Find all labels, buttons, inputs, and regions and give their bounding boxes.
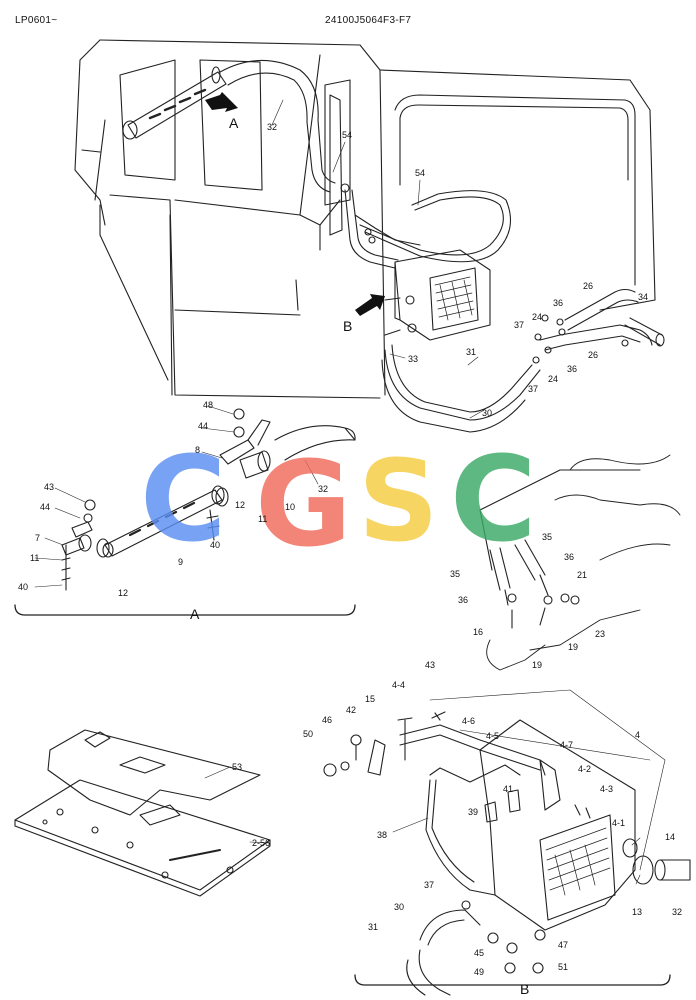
callout-4-6: 4-6 [462, 716, 475, 726]
callout-23: 23 [595, 629, 605, 639]
valve-connection-detail [479, 454, 681, 671]
callout-16: 16 [473, 627, 483, 637]
callout-21: 21 [577, 570, 587, 580]
callout-33: 33 [408, 354, 418, 364]
callout-4-1: 4-1 [612, 818, 625, 828]
section-b-label: B [520, 981, 529, 997]
callout-leaders [34, 99, 641, 885]
callout-47: 47 [558, 940, 568, 950]
callout-31: 31 [368, 922, 378, 932]
callout-37: 37 [514, 320, 524, 330]
watermark-letter-c: C [140, 430, 227, 568]
section-a-label: A [190, 606, 200, 622]
callout-24: 24 [548, 374, 558, 384]
callout-8: 8 [195, 445, 200, 455]
callout-35: 35 [450, 569, 460, 579]
callout-32: 32 [318, 484, 328, 494]
callout-44: 44 [40, 502, 50, 512]
callout-12: 12 [118, 588, 128, 598]
callout-43: 43 [425, 660, 435, 670]
callout-34: 34 [638, 292, 648, 302]
callout-40: 40 [18, 582, 28, 592]
callout-54: 54 [415, 168, 425, 178]
callout-15: 15 [365, 694, 375, 704]
callout-7: 7 [35, 533, 40, 543]
lower-hoses [381, 288, 665, 433]
callout-4-3: 4-3 [600, 784, 613, 794]
callout-4: 4 [635, 730, 640, 740]
callout-19: 19 [568, 642, 578, 652]
callout-2-56: 2-56 [252, 838, 270, 848]
callout-53: 53 [232, 762, 242, 772]
callout-37: 37 [528, 384, 538, 394]
direction-arrows [205, 92, 385, 316]
callout-39: 39 [468, 807, 478, 817]
heater-hoses [340, 183, 512, 269]
callout-42: 42 [346, 705, 356, 715]
callout-14: 14 [665, 832, 675, 842]
arrow-b-label: B [343, 318, 352, 334]
callout-32: 32 [267, 122, 277, 132]
callout-36: 36 [564, 552, 574, 562]
arrow-b-icon [355, 294, 385, 316]
callout-40: 40 [210, 540, 220, 550]
arrow-a-icon [205, 92, 238, 112]
part-callouts: 32 54 54 33 31 30 37 24 36 26 34 26 36 2… [18, 122, 682, 977]
callout-32: 32 [672, 907, 682, 917]
arrow-a-label: A [229, 115, 239, 131]
callout-19: 19 [532, 660, 542, 670]
model-code-label: LP0601~ [15, 15, 58, 26]
callout-11: 11 [258, 514, 267, 524]
callout-26: 26 [583, 281, 593, 291]
watermark: C G S C [140, 430, 537, 573]
callout-24: 24 [532, 312, 542, 322]
callout-43: 43 [44, 482, 54, 492]
watermark-letter-s: S [358, 437, 439, 567]
operator-cab-outline [74, 39, 656, 399]
callout-44: 44 [198, 421, 208, 431]
callout-35: 35 [542, 532, 552, 542]
callout-9: 9 [178, 557, 183, 567]
detail-b-heater-assembly [323, 689, 691, 996]
callout-4-4: 4-4 [392, 680, 405, 690]
callout-49: 49 [474, 967, 484, 977]
callout-50: 50 [303, 729, 313, 739]
callout-13: 13 [632, 907, 642, 917]
callout-36: 36 [553, 298, 563, 308]
callout-46: 46 [322, 715, 332, 725]
callout-36: 36 [458, 595, 468, 605]
detail-a-assembly [14, 408, 356, 616]
callout-30: 30 [482, 408, 492, 418]
callout-26: 26 [588, 350, 598, 360]
callout-38: 38 [377, 830, 387, 840]
heater-pipe-top [122, 59, 336, 193]
floor-plates [14, 729, 271, 897]
callout-4-2: 4-2 [578, 764, 591, 774]
heater-unit-installed [384, 249, 491, 341]
callout-41: 41 [503, 784, 513, 794]
watermark-letter-g: G [255, 435, 352, 573]
callout-36: 36 [567, 364, 577, 374]
callout-51: 51 [558, 962, 568, 972]
callout-11: 11 [30, 553, 39, 563]
document-code-label: 24100J5064F3-F7 [325, 15, 412, 26]
callout-48: 48 [203, 400, 213, 410]
callout-31: 31 [466, 347, 476, 357]
callout-54: 54 [342, 130, 352, 140]
callout-10: 10 [285, 502, 295, 512]
callout-12: 12 [235, 500, 245, 510]
callout-37: 37 [424, 880, 434, 890]
callout-45: 45 [474, 948, 484, 958]
callout-4-5: 4-5 [486, 731, 499, 741]
callout-4-7: 4-7 [560, 740, 573, 750]
watermark-letter-c2: C [450, 430, 537, 568]
callout-30: 30 [394, 902, 404, 912]
